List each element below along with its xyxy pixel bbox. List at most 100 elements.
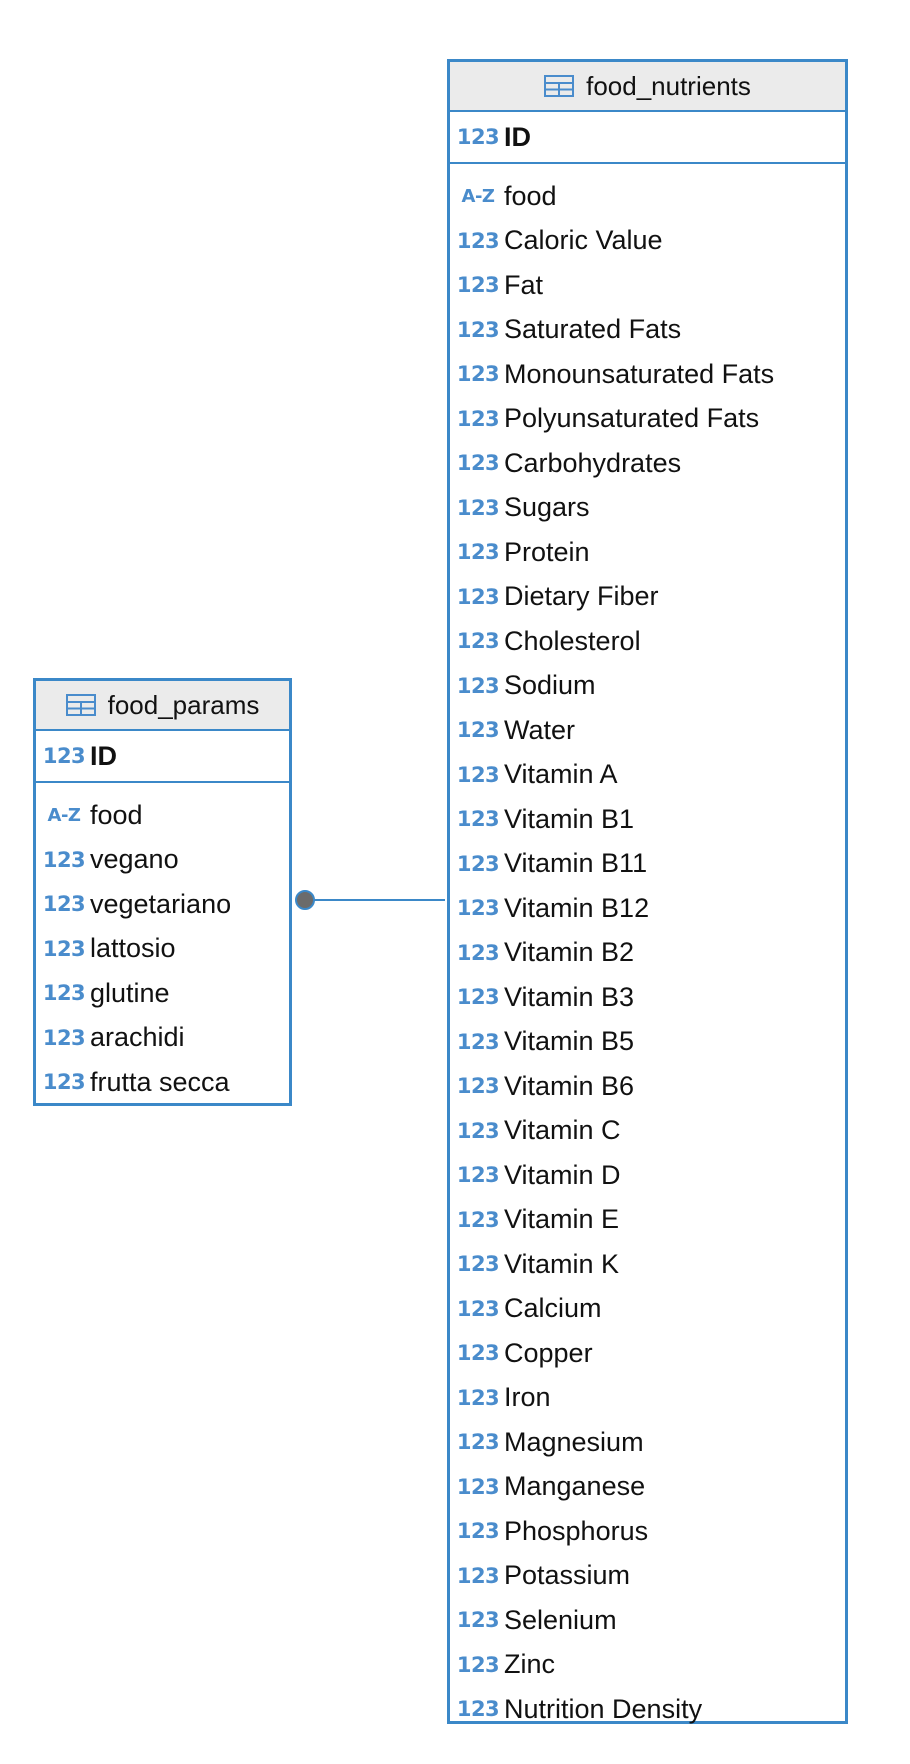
attribute-row-pk[interactable]: 123 ID <box>36 731 117 781</box>
attribute-name: Carbohydrates <box>504 447 682 478</box>
numeric-type-icon: 123 <box>456 1652 500 1677</box>
attribute-name: Vitamin B2 <box>504 937 635 968</box>
numeric-type-icon: 123 <box>42 847 86 872</box>
relationship-endpoint-dot[interactable] <box>295 890 315 910</box>
table-icon <box>65 694 96 716</box>
attribute-row-pk[interactable]: 123 ID <box>450 112 531 162</box>
numeric-type-icon: 123 <box>456 718 500 743</box>
entity-header[interactable]: food_nutrients <box>450 62 845 112</box>
numeric-type-icon: 123 <box>456 940 500 965</box>
numeric-type-icon: 123 <box>42 1025 86 1050</box>
primary-key-section: 123 ID <box>36 731 289 783</box>
attribute-name: Vitamin B1 <box>504 803 635 834</box>
attribute-name: glutine <box>90 977 170 1008</box>
numeric-type-icon: 123 <box>456 317 500 342</box>
entity-title: food_params <box>107 689 260 720</box>
attribute-name: Monounsaturated Fats <box>504 358 775 389</box>
numeric-type-icon: 123 <box>456 1474 500 1499</box>
attribute-name: Polyunsaturated Fats <box>504 403 760 434</box>
text-type-icon: A-Z <box>461 185 495 207</box>
attribute-name: frutta secca <box>90 1066 230 1097</box>
attribute-name: ID <box>90 740 117 771</box>
attribute-name: Zinc <box>504 1649 556 1680</box>
attribute-name: Vitamin B3 <box>504 981 635 1012</box>
relationship-line[interactable] <box>305 899 445 901</box>
primary-key-section: 123 ID <box>450 112 845 164</box>
numeric-type-icon: 123 <box>456 1207 500 1232</box>
numeric-type-icon: 123 <box>42 1070 86 1095</box>
attribute-name: Cholesterol <box>504 625 641 656</box>
attribute-row[interactable]: A-Z food <box>450 174 845 219</box>
attribute-name: Potassium <box>504 1560 631 1591</box>
attribute-name: Nutrition Density <box>504 1693 703 1724</box>
numeric-type-icon: 123 <box>456 228 500 253</box>
table-icon <box>544 75 575 97</box>
attribute-name: vegetariano <box>90 888 232 919</box>
attribute-name: Selenium <box>504 1604 617 1635</box>
numeric-type-icon: 123 <box>456 1519 500 1544</box>
numeric-type-icon: 123 <box>456 1341 500 1366</box>
attribute-name: Saturated Fats <box>504 314 682 345</box>
attribute-name: Phosphorus <box>504 1515 649 1546</box>
attribute-name: food <box>504 180 557 211</box>
attribute-name: Dietary Fiber <box>504 581 659 612</box>
numeric-type-icon: 123 <box>456 451 500 476</box>
numeric-type-icon: 123 <box>456 1029 500 1054</box>
numeric-type-icon: 123 <box>456 762 500 787</box>
numeric-type-icon: 123 <box>456 1252 500 1277</box>
numeric-type-icon: 123 <box>456 629 500 654</box>
attribute-name: Manganese <box>504 1471 646 1502</box>
entity-header[interactable]: food_params <box>36 681 289 731</box>
numeric-type-icon: 123 <box>456 807 500 832</box>
attribute-name: Water <box>504 714 576 745</box>
attribute-name: Vitamin D <box>504 1159 621 1190</box>
numeric-type-icon: 123 <box>42 744 86 768</box>
numeric-type-icon: 123 <box>456 1163 500 1188</box>
